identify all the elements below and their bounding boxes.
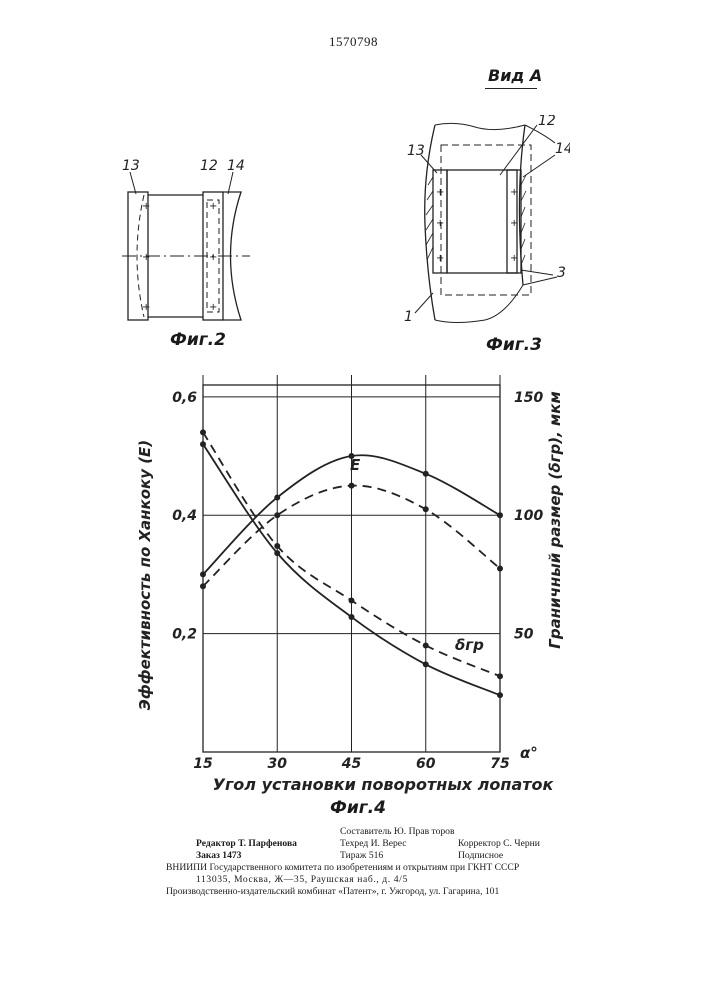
footer-techred: Техред И. Верес (340, 838, 407, 850)
x-tick-label: 45 (341, 756, 362, 772)
footer-editor: Редактор Т. Парфенова (196, 838, 297, 850)
data-point (423, 642, 429, 648)
data-point (497, 673, 503, 679)
data-point (274, 512, 280, 518)
data-point (423, 471, 429, 477)
y-tick-label: 0,6 (172, 390, 197, 406)
data-point (349, 483, 355, 489)
y-axis-label: Эффективность по Ханкоку (E) (136, 440, 154, 710)
y2-axis-label: Граничный размер (δгр), мкм (546, 391, 564, 648)
y2-tick-label: 150 (514, 390, 543, 406)
chart-ticks: 15 30 45 60 75 0,2 0,4 0,6 50 100 150 (172, 390, 543, 772)
curve-label-e: E (350, 456, 361, 474)
data-point (274, 543, 280, 549)
data-point (497, 566, 503, 572)
footer-subscription: Подписное (458, 850, 503, 862)
data-point (274, 494, 280, 500)
data-point (349, 614, 355, 620)
y-tick-label: 0,2 (172, 627, 197, 643)
y2-tick-label: 100 (514, 508, 543, 524)
x-axis-label: Угол установки поворотных лопаток (213, 775, 555, 794)
data-point (349, 597, 355, 603)
data-point (497, 512, 503, 518)
curve-label-delta: δгр (455, 636, 484, 654)
x-tick-label: 30 (268, 756, 288, 772)
data-point (423, 506, 429, 512)
data-point (200, 583, 206, 589)
x-axis-alpha: α° (520, 744, 538, 762)
x-tick-label: 75 (490, 756, 510, 772)
footer-circulation: Тираж 516 (340, 850, 383, 862)
footer-corrector: Корректор С. Черни (458, 838, 540, 850)
data-point (200, 441, 206, 447)
footer-vniipi: ВНИИПИ Государственного комитета по изоб… (166, 862, 519, 874)
chart-grid (203, 375, 500, 752)
data-point (200, 571, 206, 577)
fig4-caption: Фиг.4 (330, 798, 386, 818)
data-point (274, 550, 280, 556)
footer-address: 113035, Москва, Ж—35, Раушская наб., д. … (196, 874, 408, 886)
x-tick-label: 15 (193, 756, 213, 772)
x-tick-label: 60 (416, 756, 436, 772)
data-point (423, 661, 429, 667)
y-tick-label: 0,4 (172, 508, 197, 524)
data-point (200, 429, 206, 435)
footer-compiler: Составитель Ю. Прав торов (340, 826, 455, 838)
footer-plant: Производственно-издательский комбинат «П… (166, 886, 499, 898)
data-point (497, 692, 503, 698)
y2-tick-label: 50 (514, 627, 534, 643)
footer-order: Заказ 1473 (196, 850, 241, 862)
